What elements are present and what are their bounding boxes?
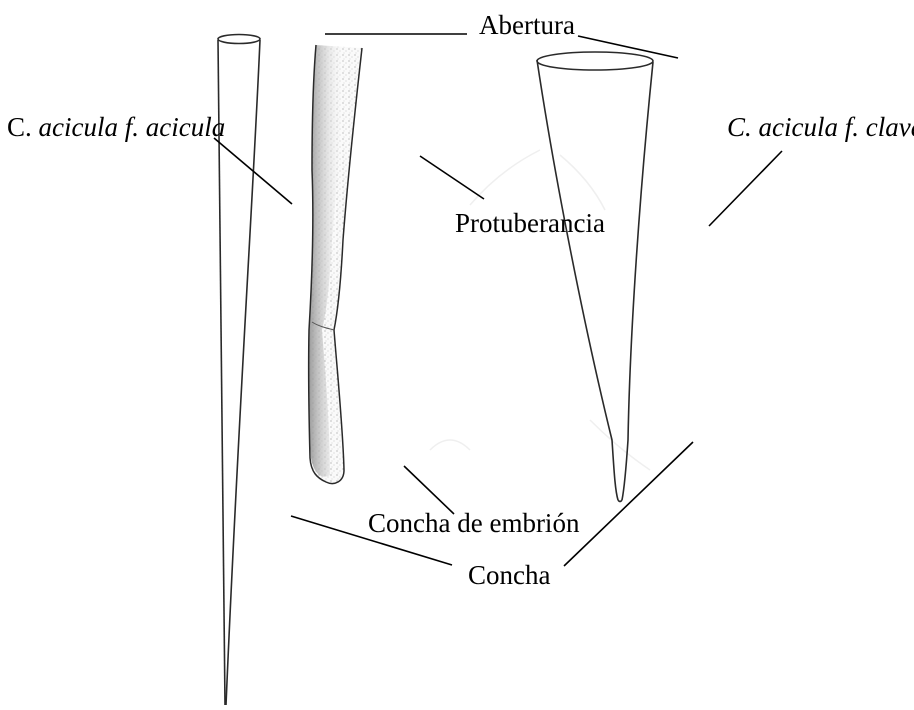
background-sketch [430,150,650,470]
label-species-acicula-name: acicula f. acicula [39,112,226,142]
label-abertura: Abertura [479,12,575,39]
shell-clava-cone [537,52,653,502]
leader-clava [709,151,782,226]
shell-acicula-detail [309,45,362,484]
label-species-acicula-prefix: C. [7,112,32,142]
leader-concha-right [564,442,693,566]
label-concha-embrion: Concha de embrión [368,510,579,537]
label-concha: Concha [468,562,550,589]
leader-concha-embrion [404,466,454,514]
leader-protuberancia [420,156,484,199]
label-species-acicula: C. acicula f. acicula [7,114,225,141]
label-protuberancia: Protuberancia [455,210,605,237]
label-species-clava: C. acicula f. clava [727,114,914,141]
leader-acicula [214,138,292,204]
leader-lines [214,34,782,566]
